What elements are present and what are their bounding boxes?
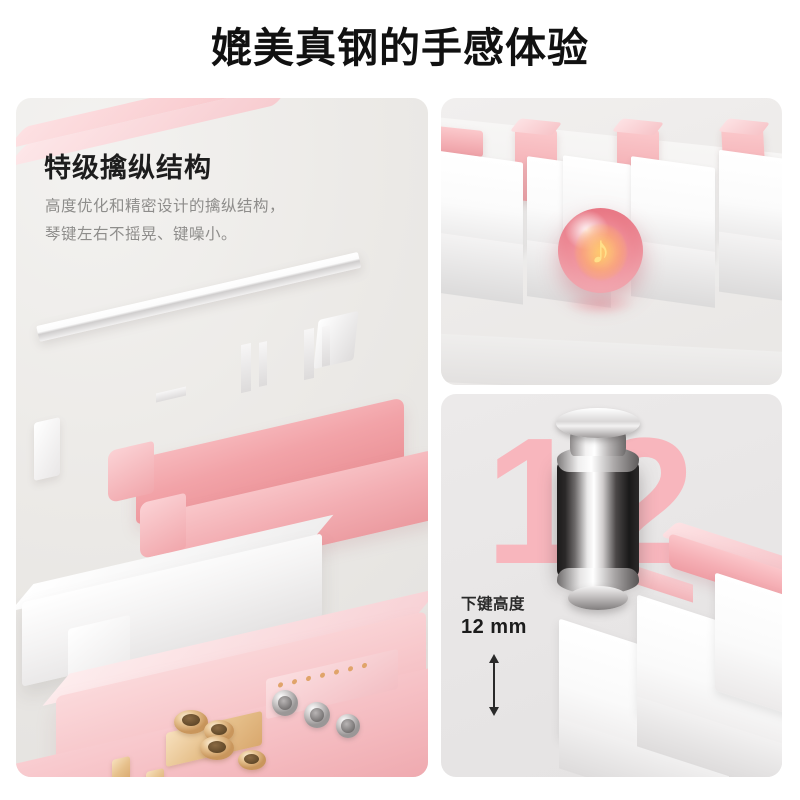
keybed-front-rail (441, 333, 782, 385)
hammer-a-nose (108, 440, 154, 504)
page-title: 媲美真钢的手感体验 (211, 25, 589, 71)
gold-cylinder-2-bore (211, 724, 227, 735)
white-key-4-face (719, 231, 782, 305)
panel-title-escapement: 特级擒纵结构 (44, 153, 212, 183)
feature-panel-key-depth: 12 下键高度 12 mm (441, 394, 782, 777)
rail-tab-d (322, 325, 330, 367)
depth-arrow-icon (489, 654, 499, 716)
key-depth-value: 12 mm (461, 616, 527, 638)
rail-pin (156, 386, 186, 403)
chrome-cup-1 (272, 690, 298, 716)
calibration-weight (552, 408, 644, 616)
music-note-icon: ♪ (590, 227, 611, 272)
arrow-head-up (489, 654, 499, 663)
gold-tab-1 (112, 755, 130, 777)
gold-cylinder-3-bore (208, 741, 226, 753)
rail-tab-c (304, 327, 314, 381)
chrome-cup-2 (304, 702, 330, 728)
rail-end-cap-left (34, 416, 60, 482)
arrow-shaft (493, 660, 495, 710)
orb-inner-glow (574, 224, 627, 281)
feature-panel-escapement: 特级擒纵结构 高度优化和精密设计的擒纵结构， 琴键左右不摇晃、键噪小。 (16, 98, 428, 777)
panel-description-escapement: 高度优化和精密设计的擒纵结构， 琴键左右不摇晃、键噪小。 (45, 193, 285, 249)
panel-description-line-2: 琴键左右不摇晃、键噪小。 (45, 226, 238, 243)
escapement-illustration (16, 98, 428, 777)
arrow-head-down (489, 707, 499, 716)
key-depth-annotation: 下键高度 12 mm (461, 594, 571, 716)
feature-panel-key-sensing: ♪ (441, 98, 782, 385)
rail-tab-a (241, 342, 251, 394)
music-orb: ♪ (558, 208, 643, 293)
rail-tab-b (259, 341, 267, 387)
panel-description-line-1: 高度优化和精密设计的擒纵结构， (45, 198, 286, 215)
key-depth-illustration: 12 下键高度 12 mm (441, 394, 782, 777)
chrome-cup-3 (336, 714, 360, 738)
white-key-3-face (631, 240, 715, 308)
white-key-1-face (441, 231, 523, 305)
weight-base-disc (568, 586, 628, 610)
weight-body (557, 460, 639, 578)
weight-top-cap (556, 408, 640, 438)
key-depth-label: 下键高度 (461, 596, 526, 613)
gold-cylinder-4-bore (244, 754, 259, 764)
piano-keys-orb-illustration: ♪ (441, 98, 782, 385)
orb-reflection (561, 294, 639, 320)
gold-cylinder-1-bore (182, 714, 200, 726)
rail-end-cap-right (313, 310, 359, 370)
